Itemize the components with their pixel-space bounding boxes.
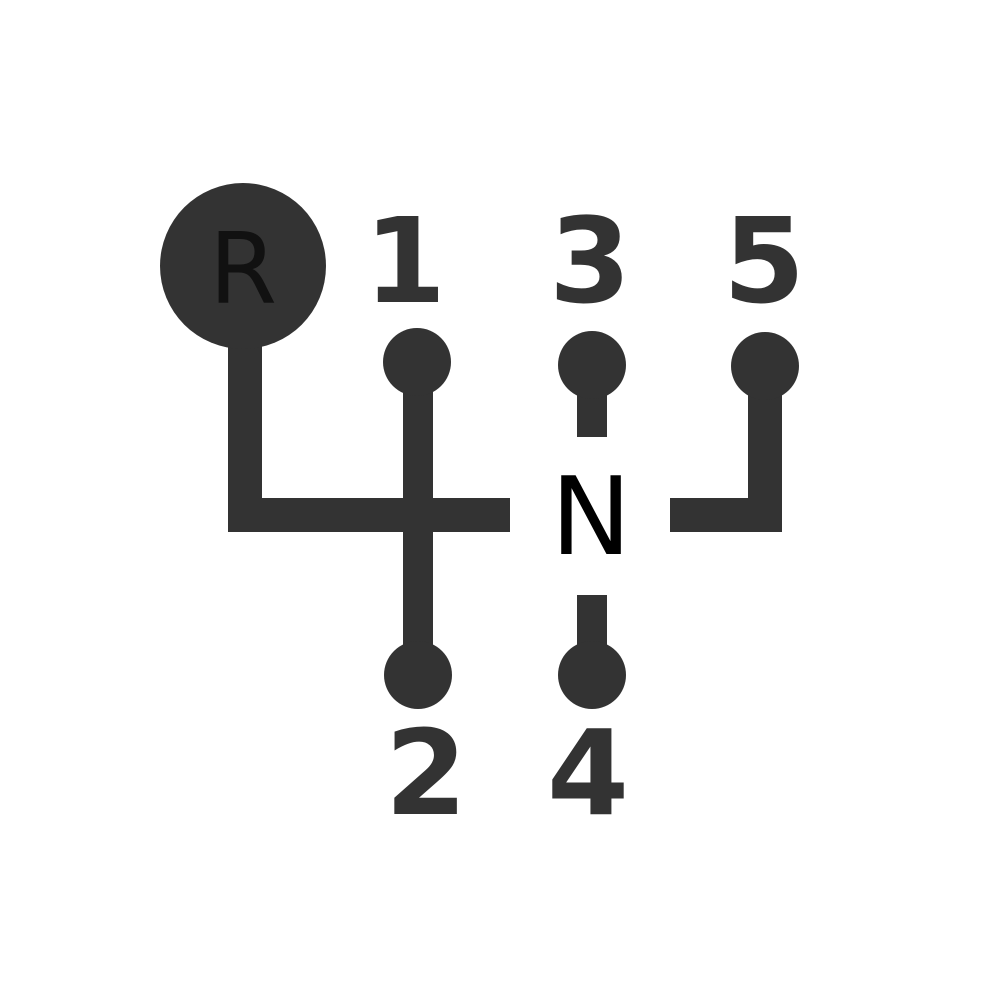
gear-3-label: 3 — [549, 192, 631, 330]
shift-paths — [228, 300, 782, 675]
gear-2-knob — [384, 641, 452, 709]
gear-labels: R 1 3 5 2 4 N — [209, 192, 805, 842]
gear-2-label: 2 — [385, 704, 467, 842]
gear-knobs — [160, 183, 799, 709]
gear-4-knob — [558, 641, 626, 709]
gear-4-label: 4 — [547, 704, 629, 842]
neutral-label: N — [551, 455, 632, 580]
gear-1-knob — [383, 328, 451, 396]
gear-1-label: 1 — [364, 192, 446, 330]
gear-5-path — [670, 366, 782, 532]
gear-5-knob — [731, 332, 799, 400]
gear-5-label: 5 — [723, 192, 805, 330]
gear-3-knob — [558, 331, 626, 399]
reverse-knob — [160, 183, 326, 349]
reverse-label: R — [209, 213, 277, 327]
